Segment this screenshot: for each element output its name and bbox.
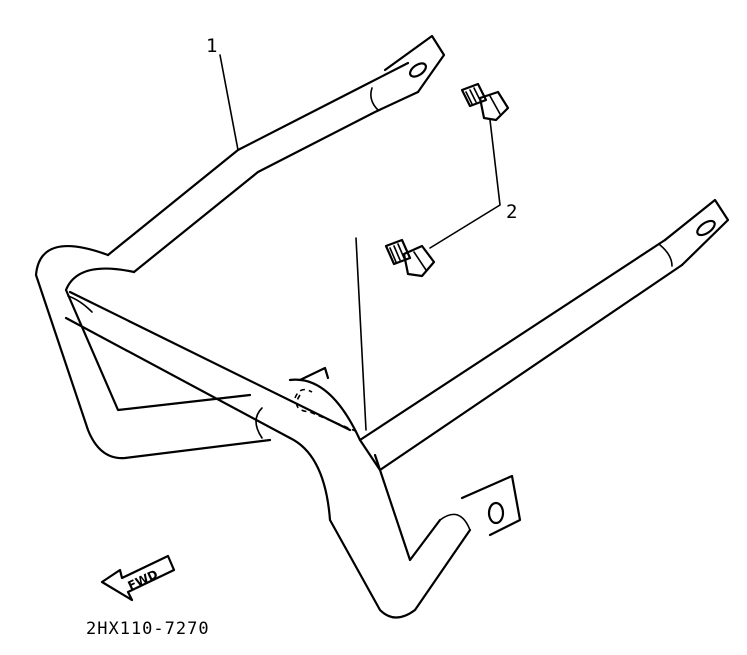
bolt-lower: [384, 238, 436, 278]
leader-line-1: [219, 54, 239, 151]
fwd-label: FWD: [126, 567, 160, 593]
leader-line-2: [429, 119, 501, 249]
part-code: 2HX110-7270: [86, 619, 210, 639]
callout-2: 2: [506, 201, 517, 223]
guard-bar: [34, 34, 730, 619]
leader-line-guide: [355, 237, 367, 431]
callout-1: 1: [206, 35, 217, 57]
bolt-upper: [460, 82, 510, 122]
fwd-arrow-icon: FWD: [100, 554, 176, 602]
